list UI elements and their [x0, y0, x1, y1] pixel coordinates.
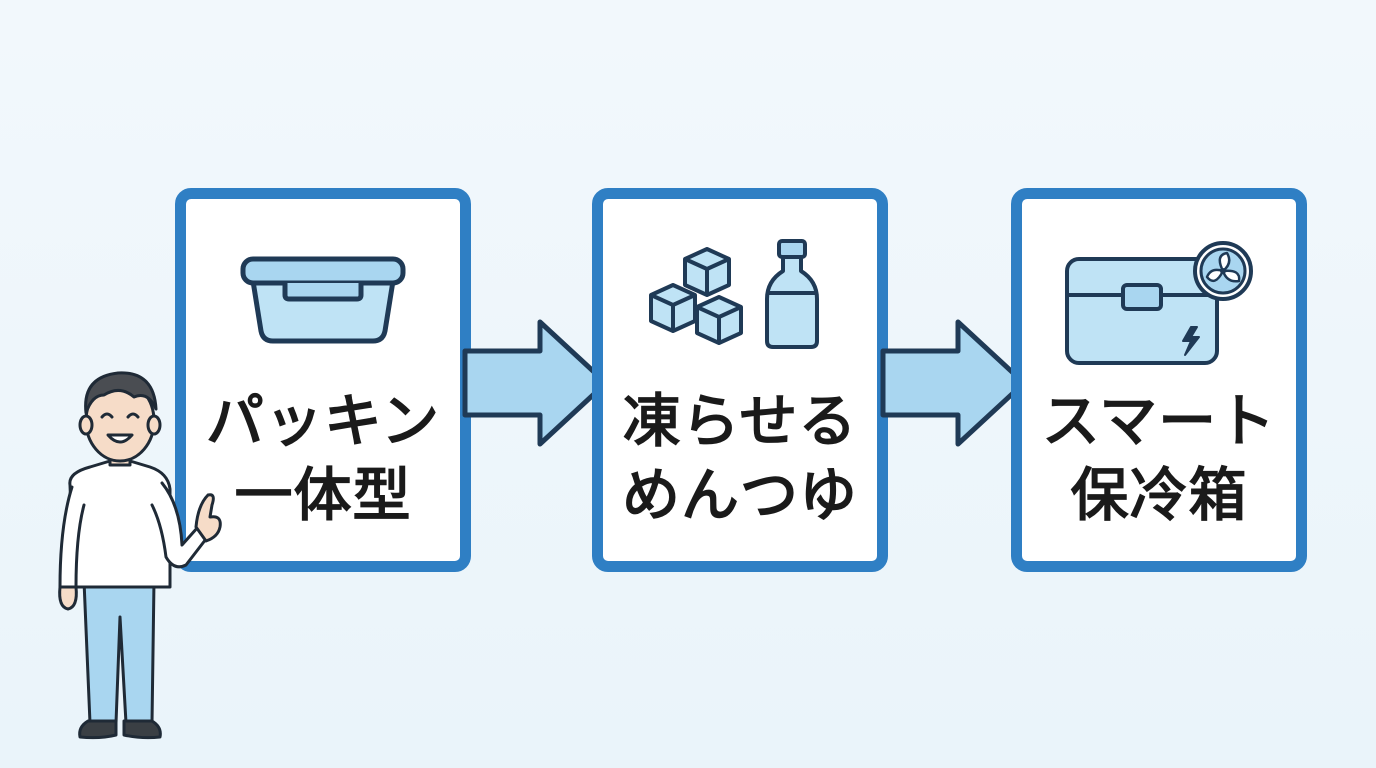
arrow-right-icon [880, 319, 1027, 447]
step-label-line1: パッキン [205, 387, 441, 455]
step-label: パッキン 一体型 [186, 384, 460, 532]
step-label-line2: 一体型 [234, 461, 412, 529]
step-label: スマート 保冷箱 [1022, 384, 1296, 532]
pointing-person-illustration [58, 371, 222, 740]
ice-and-bottle-icon [649, 239, 819, 349]
step-label-line1: 凍らせる [622, 387, 858, 455]
arrow-right-icon [462, 319, 609, 447]
smart-cooler-icon [1065, 241, 1253, 365]
step-card-smart-cooler: スマート 保冷箱 [1011, 188, 1307, 572]
container-icon [240, 256, 406, 344]
step-card-frozen-mentsuyu: 凍らせる めんつゆ [592, 188, 888, 572]
step-label-line2: めんつゆ [621, 461, 858, 529]
step-label-line1: スマート [1041, 387, 1277, 455]
step-card-packing-container: パッキン 一体型 [175, 188, 471, 572]
step-label: 凍らせる めんつゆ [603, 384, 877, 532]
step-label-line2: 保冷箱 [1070, 461, 1248, 529]
